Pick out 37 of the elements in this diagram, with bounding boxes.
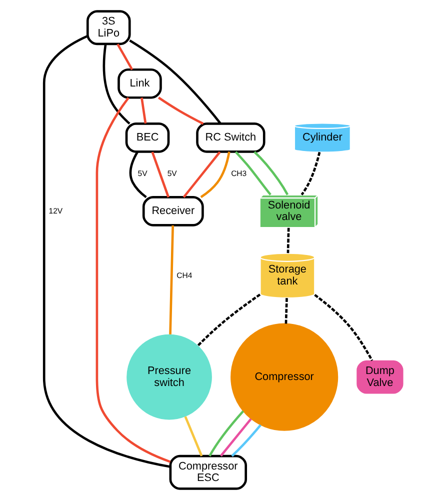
node-circle: Pressure switch — [126, 334, 212, 420]
connector — [128, 40, 221, 124]
connector — [140, 97, 146, 124]
connector — [314, 294, 373, 362]
connector — [253, 151, 288, 196]
node-box: BEC — [124, 122, 170, 153]
connector — [116, 44, 133, 70]
edge-label: 5V — [166, 168, 176, 178]
connector — [184, 416, 202, 456]
node-box: Compressor ESC — [168, 454, 247, 490]
node-circle: Compressor — [230, 323, 338, 431]
connector — [42, 35, 170, 468]
node-box: Dump Valve — [356, 360, 403, 394]
edge-label: CH4 — [176, 270, 192, 280]
connector — [157, 96, 204, 125]
connector — [196, 294, 260, 346]
edge-label: 12V — [48, 206, 62, 216]
connector — [220, 418, 252, 457]
connector — [230, 424, 261, 457]
connector — [150, 152, 170, 198]
edge-label: CH3 — [230, 168, 246, 178]
connector — [182, 151, 220, 198]
node-box: Receiver — [142, 196, 204, 226]
node-box: Link — [117, 68, 162, 99]
connector — [102, 44, 130, 125]
connector — [95, 97, 170, 463]
connector — [234, 151, 271, 196]
connector — [208, 410, 244, 457]
connector — [128, 151, 146, 198]
edge-label: 5V — [137, 168, 147, 178]
node-box: RC Switch — [196, 122, 265, 153]
connector — [286, 228, 290, 254]
connector — [200, 151, 230, 198]
connector — [300, 152, 320, 196]
node-box: 3S LiPo — [86, 10, 130, 46]
connector — [284, 298, 288, 324]
connector — [168, 225, 174, 334]
